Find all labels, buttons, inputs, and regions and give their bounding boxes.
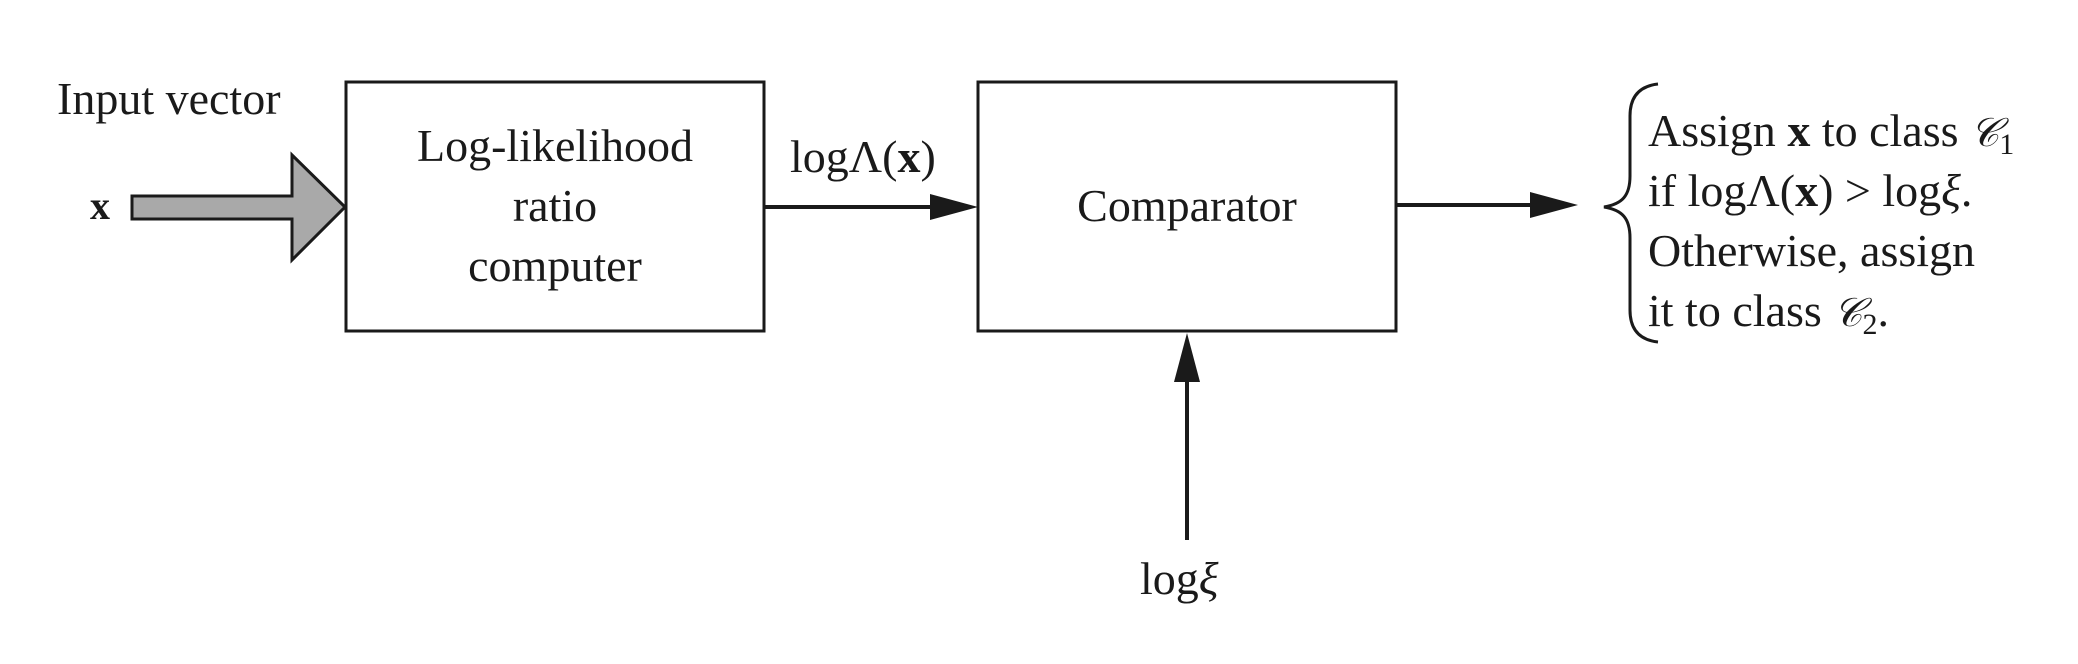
llr-to-comparator-arrowhead [930, 194, 978, 220]
decision-line-4: it to class 𝒞2. [1648, 285, 1889, 340]
class-2-subscript: 2 [1862, 308, 1878, 341]
decision-line-2-xi: ξ [1941, 165, 1961, 216]
decision-line-2-a: if log [1648, 165, 1747, 216]
llr-signal-log: log [790, 131, 849, 182]
decision-line-1-x: x [1787, 105, 1811, 156]
decision-line-2-lambda: Λ( [1746, 165, 1796, 216]
decision-line-3: Otherwise, assign [1648, 225, 1976, 276]
class-1-subscript: 1 [1999, 128, 2015, 161]
decision-line-1-b: to class [1810, 105, 1971, 156]
comparator-label: Comparator [1077, 180, 1297, 231]
decision-line-2-b: ) > log [1818, 165, 1942, 216]
decision-line-4-end: . [1877, 285, 1889, 336]
llr-line-1: Log-likelihood [417, 120, 693, 171]
decision-line-2: if logΛ(x) > logξ. [1648, 168, 1972, 214]
llr-signal-close: ) [920, 131, 936, 182]
comparator-block [976, 80, 1398, 333]
llr-line-2: ratio [512, 180, 598, 231]
input-symbol-x: x [90, 183, 110, 228]
decision-brace [1603, 82, 1659, 344]
decision-line-1-a: Assign [1648, 105, 1788, 156]
threshold-log: log [1140, 553, 1199, 604]
llr-signal-lambda: Λ( [848, 131, 898, 182]
decision-line-1: Assign x to class 𝒞1 [1648, 105, 2014, 160]
comparator-to-output-arrowhead [1530, 192, 1578, 218]
llr-computer-block [344, 80, 766, 333]
llr-line-3: computer [468, 240, 642, 291]
decision-line-4-a: it to class [1648, 285, 1834, 336]
class-2-symbol: 𝒞 [1833, 290, 1863, 336]
threshold-label: logξ [1140, 556, 1218, 602]
decision-line-2-x: x [1795, 165, 1819, 216]
decision-line-2-end: . [1960, 165, 1973, 216]
threshold-xi: ξ [1198, 553, 1219, 604]
class-1-symbol: 𝒞 [1970, 110, 2000, 156]
threshold-to-comparator-arrowhead [1174, 333, 1200, 382]
llr-computer-label: Log-likelihood ratio computer [346, 116, 764, 296]
llr-signal-x: x [897, 131, 921, 182]
input-arrow [130, 151, 348, 264]
llr-signal-label: logΛ(x) [790, 134, 936, 180]
input-vector-label: Input vector [57, 73, 281, 124]
